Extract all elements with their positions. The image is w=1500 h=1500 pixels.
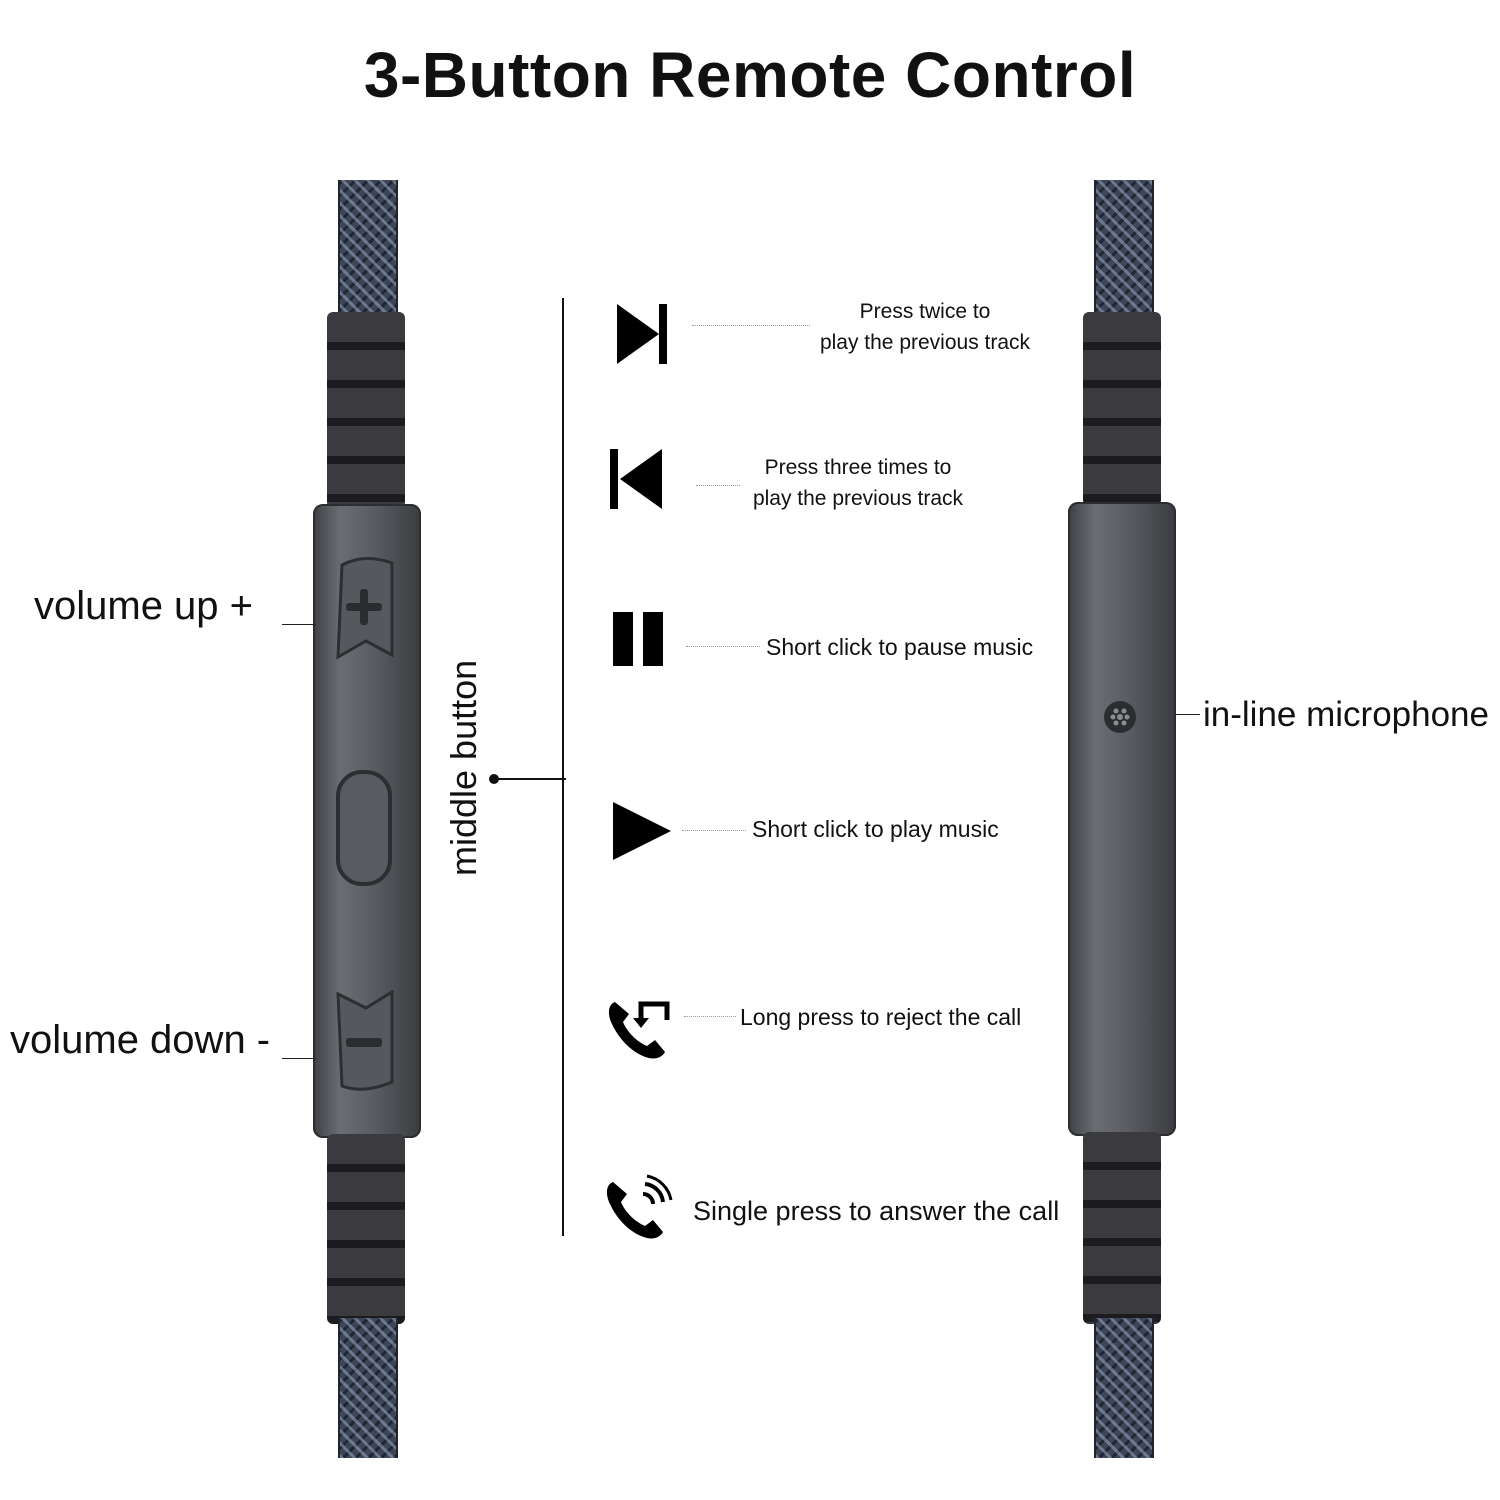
volume-up-leader: [282, 624, 316, 625]
volume-up-button[interactable]: [334, 555, 396, 660]
play-icon: [613, 802, 671, 860]
middle-button-pointer: [489, 774, 566, 784]
volume-down-label: volume down -: [10, 1018, 271, 1062]
microphone-leader: [1176, 714, 1200, 715]
microphone-housing: [1068, 502, 1176, 1136]
function-description: Short click to pause music: [766, 634, 1034, 660]
function-description: Short click to play music: [752, 816, 999, 842]
microphone-label: in-line microphone: [1203, 695, 1489, 734]
function-description: Long press to reject the call: [740, 1004, 1022, 1030]
reject-call-icon: [608, 1001, 670, 1059]
function-connector: [682, 830, 746, 831]
pause-icon: [613, 612, 663, 666]
function-connector: [692, 325, 810, 326]
function-description: Single press to answer the call: [693, 1196, 1060, 1226]
previous-track-icon: [610, 449, 662, 509]
function-bracket-line: [562, 298, 564, 1236]
function-connector: [684, 1016, 736, 1017]
function-description: Press three times to play the previous t…: [752, 456, 964, 510]
volume-up-label: volume up +: [34, 584, 254, 628]
volume-down-button[interactable]: [334, 990, 396, 1095]
function-description: Press twice to play the previous track: [819, 300, 1031, 354]
function-connector: [696, 485, 740, 486]
middle-button-label: middle button: [443, 659, 484, 876]
next-track-icon: [617, 304, 667, 364]
volume-down-leader: [282, 1058, 316, 1059]
answer-call-icon: [606, 1174, 673, 1239]
middle-button[interactable]: [334, 768, 394, 888]
page-title: 3-Button Remote Control: [363, 39, 1137, 111]
function-connector: [686, 646, 760, 647]
microphone-icon: [1104, 701, 1136, 733]
